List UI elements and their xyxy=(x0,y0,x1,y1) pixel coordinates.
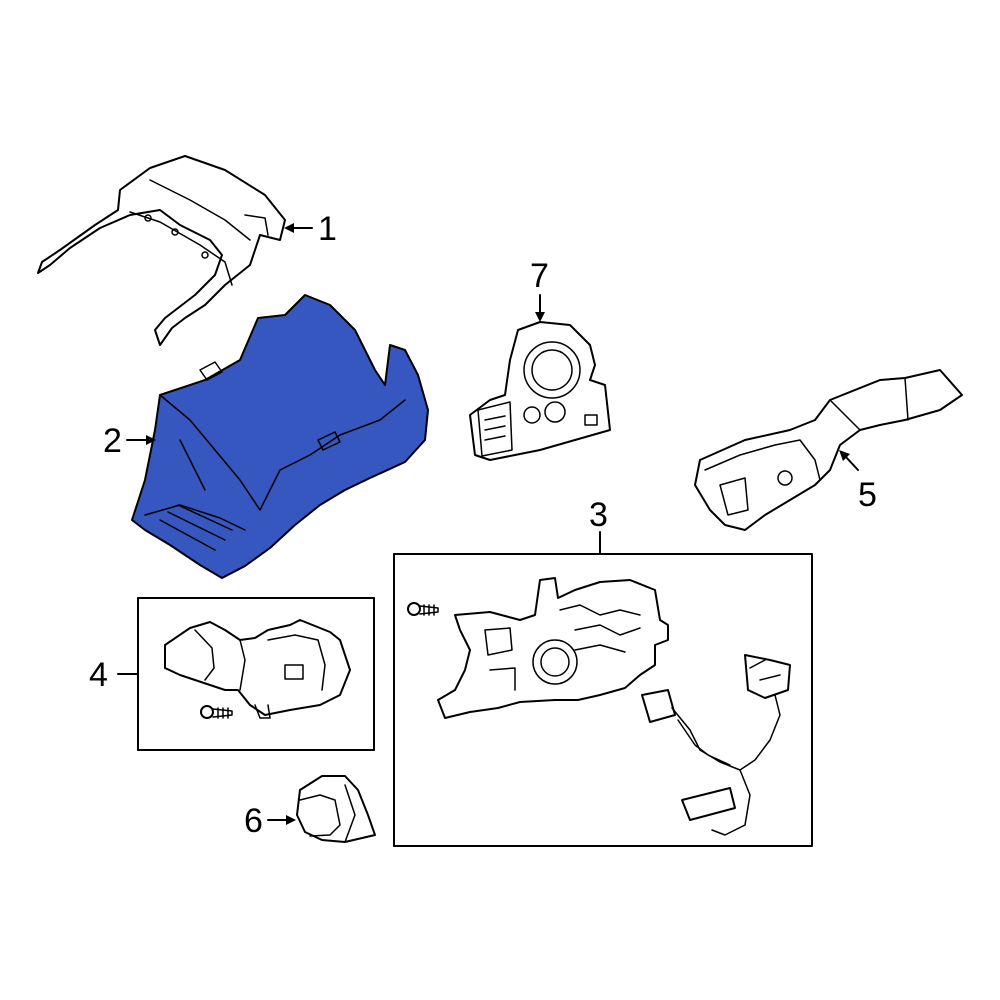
part-1-upper-cover[interactable] xyxy=(37,155,286,346)
part-7-clock-spring[interactable] xyxy=(469,321,611,461)
callout-2[interactable]: 2 xyxy=(103,422,122,460)
callout-labels: 1 2 3 4 5 6 7 xyxy=(89,210,877,840)
part-4-switch[interactable] xyxy=(164,619,351,719)
part-3-screw[interactable] xyxy=(407,602,439,616)
part-3-harness[interactable] xyxy=(641,654,791,836)
callout-1[interactable]: 1 xyxy=(318,210,337,248)
part-3-switch-body[interactable] xyxy=(437,577,669,719)
part-5-wiper-switch[interactable] xyxy=(694,369,963,531)
part-2-lower-cover[interactable] xyxy=(131,294,429,579)
callout-5[interactable]: 5 xyxy=(858,476,877,514)
part-4-screw[interactable] xyxy=(200,705,233,719)
part-3-group-box xyxy=(393,553,813,847)
callout-6[interactable]: 6 xyxy=(244,802,263,840)
part-6-switch[interactable] xyxy=(296,775,376,843)
callout-3[interactable]: 3 xyxy=(589,496,608,534)
callout-4[interactable]: 4 xyxy=(89,656,108,694)
callout-leaders xyxy=(117,223,859,825)
callout-7[interactable]: 7 xyxy=(530,257,549,295)
